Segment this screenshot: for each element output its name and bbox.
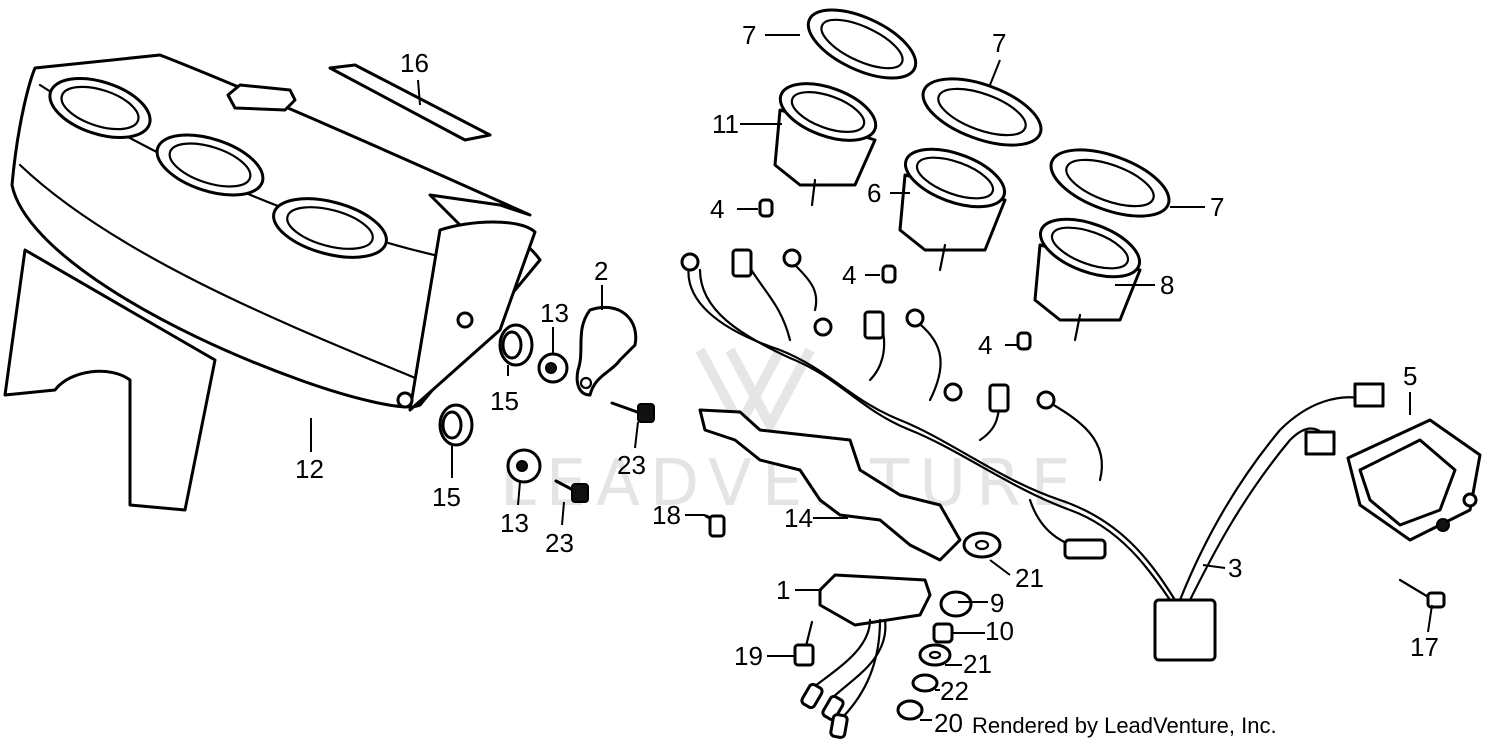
part-1-module xyxy=(800,573,932,739)
part-7-ring-top xyxy=(806,8,918,80)
part-6-gauge xyxy=(898,147,1007,272)
part-3-wiring-harness xyxy=(680,248,1385,662)
part-14-bracket xyxy=(698,408,962,562)
callout-11: 11 xyxy=(712,109,739,139)
callout-7b: 7 xyxy=(992,28,1006,58)
part-4-bulb-a xyxy=(758,198,774,218)
callout-13a: 13 xyxy=(540,298,569,328)
callout-20: 20 xyxy=(934,708,963,738)
callout-1: 1 xyxy=(776,575,790,605)
part-5-unit xyxy=(1346,418,1482,542)
part-20-cap xyxy=(896,699,924,721)
callout-3: 3 xyxy=(1228,553,1242,583)
part-7-ring-middle xyxy=(921,77,1043,147)
part-4-bulb-b xyxy=(881,264,897,284)
part-23-bolt-upper xyxy=(610,401,655,423)
callout-19: 19 xyxy=(734,641,763,671)
callout-10: 10 xyxy=(985,616,1014,646)
part-2-clamp xyxy=(575,305,638,397)
callout-4c: 4 xyxy=(978,330,992,360)
callout-21a: 21 xyxy=(1015,563,1044,593)
part-11-gauge xyxy=(773,82,878,207)
part-21-washer-lower xyxy=(918,643,952,667)
callout-6: 6 xyxy=(867,178,881,208)
callout-13b: 13 xyxy=(500,508,529,538)
part-15-grommet-upper xyxy=(498,323,534,367)
callout-numbers: 7 7 11 4 6 4 7 8 4 16 2 13 15 15 12 13 2… xyxy=(295,20,1439,738)
callout-9: 9 xyxy=(990,588,1004,618)
part-10-collar xyxy=(932,622,954,644)
part-4-bulb-c xyxy=(1016,331,1032,351)
callout-23b: 23 xyxy=(545,528,574,558)
render-credit: Rendered by LeadVenture, Inc. xyxy=(972,713,1277,738)
part-7-ring-right xyxy=(1049,148,1171,218)
callout-23a: 23 xyxy=(617,450,646,480)
part-15-grommet-lower xyxy=(438,403,474,447)
callout-17: 17 xyxy=(1410,632,1439,662)
part-16-label-plate xyxy=(328,63,492,142)
callout-15b: 15 xyxy=(432,482,461,512)
part-19-bolt xyxy=(793,620,815,667)
callout-4a: 4 xyxy=(710,194,724,224)
callout-7c: 7 xyxy=(1210,192,1224,222)
part-13-collar-upper xyxy=(537,352,569,384)
part-9-grommet xyxy=(939,590,973,618)
callout-5: 5 xyxy=(1403,361,1417,391)
callout-16: 16 xyxy=(400,48,429,78)
callout-21b: 21 xyxy=(963,649,992,679)
part-18-bolt xyxy=(704,514,726,538)
callout-15a: 15 xyxy=(490,386,519,416)
leader-lines xyxy=(310,34,1433,721)
callout-7a: 7 xyxy=(742,20,756,50)
callout-2: 2 xyxy=(594,256,608,286)
callout-8: 8 xyxy=(1160,270,1174,300)
callout-18: 18 xyxy=(652,500,681,530)
callout-14: 14 xyxy=(784,503,813,533)
callout-4b: 4 xyxy=(842,260,856,290)
callout-12: 12 xyxy=(295,454,324,484)
part-17-screw xyxy=(1398,578,1446,609)
part-13-collar-lower xyxy=(506,448,542,484)
part-8-gauge xyxy=(1033,217,1142,342)
callout-22: 22 xyxy=(940,676,969,706)
part-22-nut xyxy=(911,673,939,693)
part-12-meter-case xyxy=(3,53,542,512)
part-21-washer-upper xyxy=(962,531,1002,559)
part-23-bolt-lower xyxy=(554,479,589,503)
